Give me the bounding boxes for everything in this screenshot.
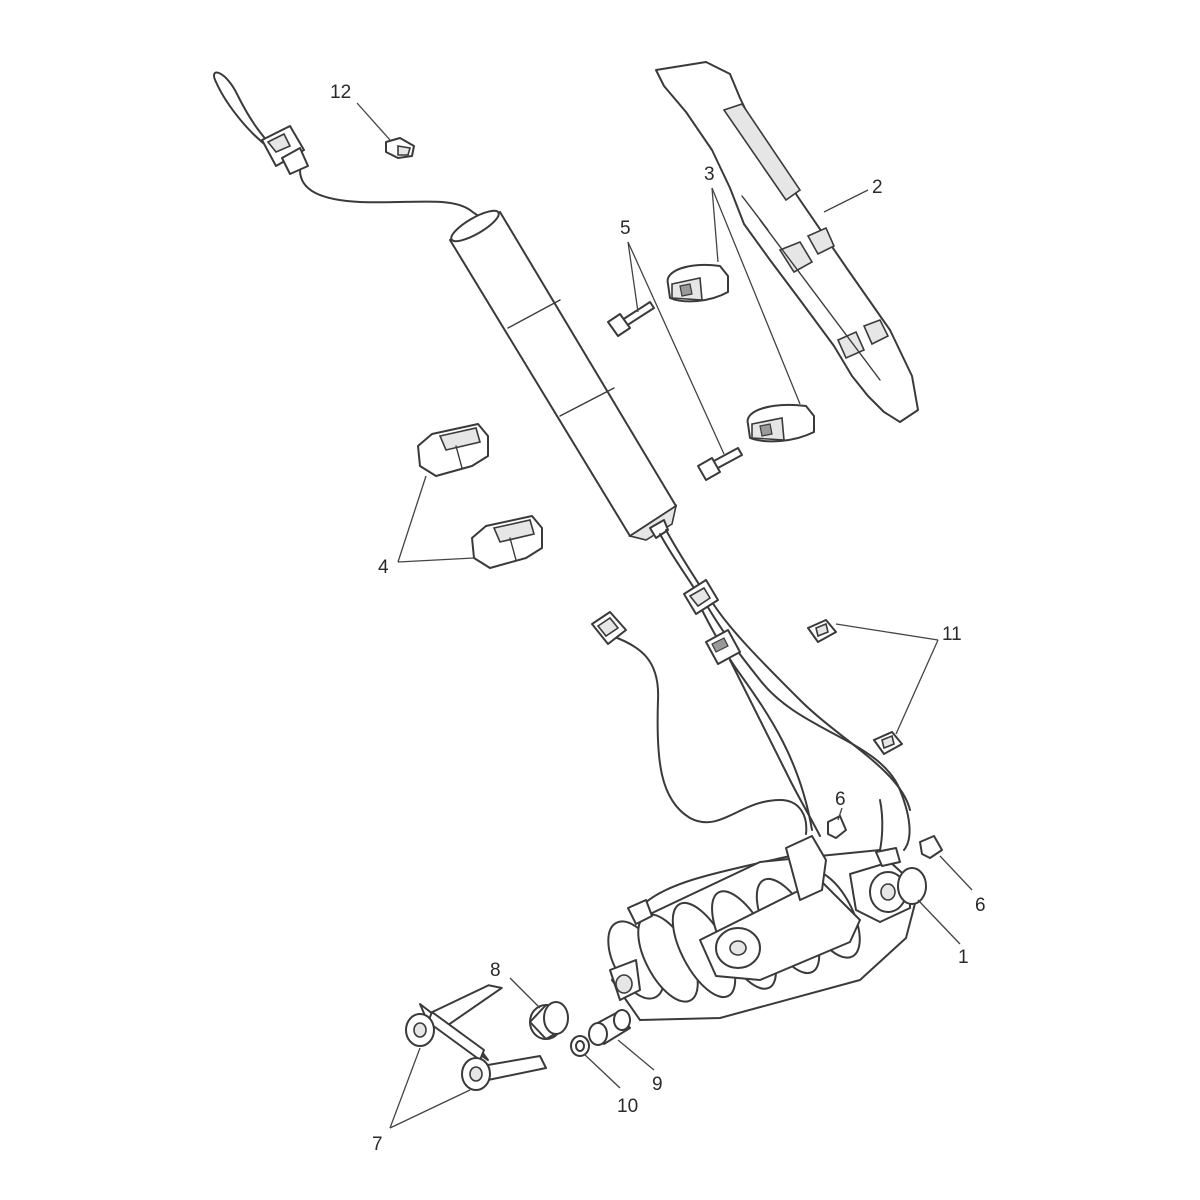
part-7-bolt-upper: [405, 984, 503, 1061]
part-3-clamp-upper: [666, 264, 729, 303]
sensor-cable: [213, 71, 501, 222]
callout-11: 11: [942, 624, 962, 645]
part-6-clip-right: [919, 835, 943, 859]
part-10-washer: [570, 1035, 590, 1057]
damper-reservoir: [449, 209, 678, 541]
part-5-bolt-upper: [607, 301, 655, 337]
part-3-clamp-lower: [746, 404, 815, 443]
callout-6-lower: 6: [975, 895, 986, 916]
callout-2: 2: [872, 177, 883, 198]
part-5-bolt-lower: [697, 447, 743, 481]
part-12-clip: [385, 137, 415, 159]
callout-1: 1: [958, 947, 969, 968]
callout-8: 8: [490, 960, 501, 981]
part-4-guide-upper: [417, 423, 489, 477]
callout-4: 4: [378, 557, 389, 578]
part-11-nut-lower: [873, 731, 903, 755]
harness-connector-b: [705, 629, 741, 665]
part-1-shock-absorber: [607, 835, 927, 1021]
sensor-connector: [261, 125, 309, 175]
part-8-spacer: [529, 1001, 569, 1040]
wiring-harness: [591, 529, 911, 905]
callout-6-upper: 6: [835, 789, 846, 810]
callout-7: 7: [372, 1134, 383, 1155]
callout-9: 9: [652, 1074, 663, 1095]
part-6-clip-left: [827, 815, 847, 839]
callout-5: 5: [620, 218, 631, 239]
callout-labels: 1 2 3 4 5 6 6 7 8 9 10 11 12: [330, 82, 986, 1155]
part-2-bracket: [655, 61, 919, 423]
part-9-sleeve: [588, 1009, 631, 1046]
part-7-bolt-lower: [461, 1055, 547, 1091]
callout-12: 12: [330, 82, 351, 103]
part-11-nut-upper: [807, 619, 837, 643]
harness-connector-a: [683, 579, 719, 615]
callout-10: 10: [617, 1096, 638, 1117]
callout-3: 3: [704, 164, 715, 185]
leader-lines: [356, 102, 973, 1129]
part-4-guide-lower: [471, 515, 543, 569]
harness-connector-c: [591, 611, 627, 645]
